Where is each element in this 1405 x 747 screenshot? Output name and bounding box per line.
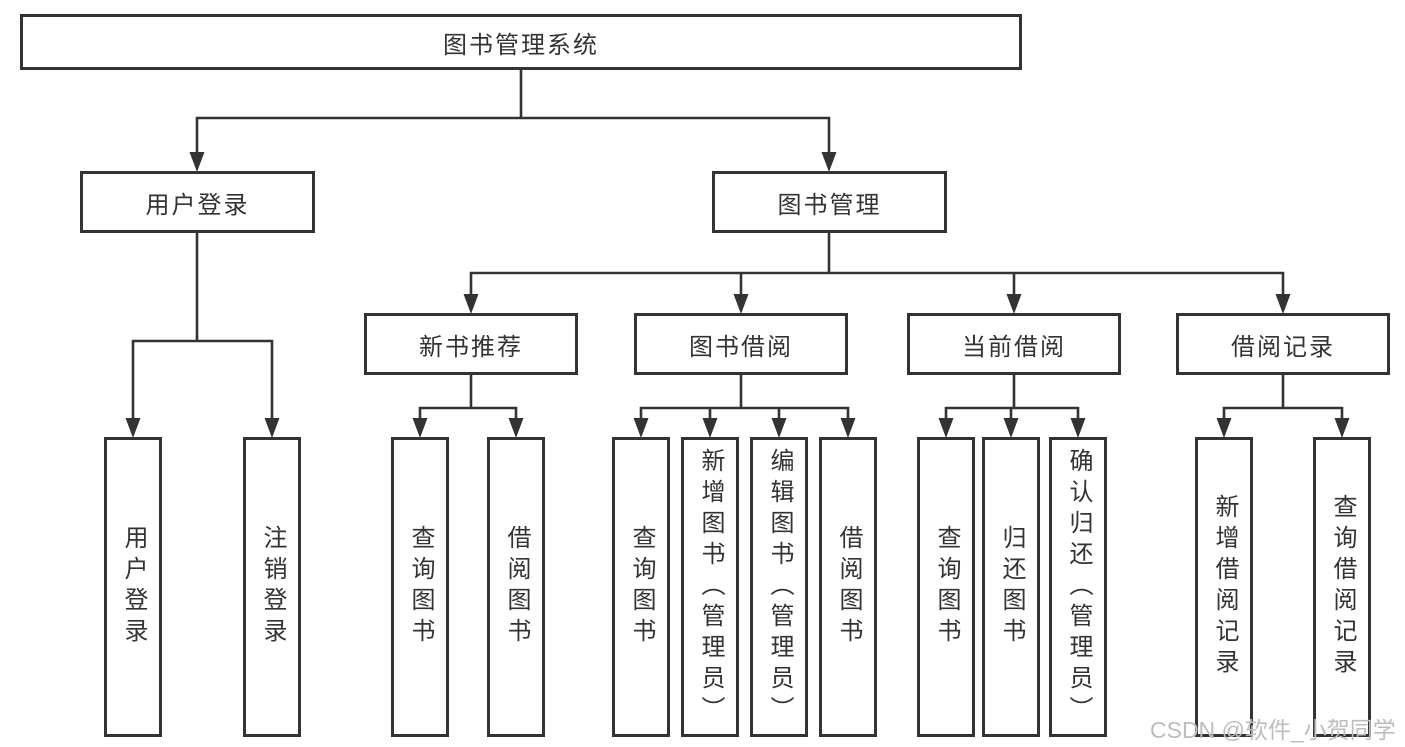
arrowhead [733,294,749,314]
leaf-query-books-current: 查询图书 [917,437,975,737]
node-label: 借阅记录 [1231,333,1335,361]
arrowhead [1003,418,1019,438]
leaf-logout: 注销登录 [243,437,301,737]
leaf-confirm-return-admin: 确认归还（管理员） [1049,437,1107,737]
arrowhead [1070,418,1086,438]
node-label: 新增图书（管理员） [697,447,724,727]
node-new-book-recommend: 新书推荐 [364,313,578,375]
arrowhead [633,418,649,438]
node-label: 用户登录 [145,191,250,219]
node-label: 查询图书 [407,525,434,649]
arrowhead [125,418,141,438]
leaf-user-login: 用户登录 [104,437,162,737]
leaf-return-book: 归还图书 [982,437,1040,737]
node-label: 用户登录 [120,525,147,649]
node-label: 当前借阅 [962,333,1066,361]
arrowhead [463,294,479,314]
node-book-borrowing: 图书借阅 [634,313,848,375]
node-label: 图书借阅 [689,333,793,361]
leaf-add-borrow-record: 新增借阅记录 [1195,437,1253,737]
arrowhead [508,418,524,438]
watermark: CSDN @软件_小贺同学 [1150,717,1396,743]
node-label: 图书管理系统 [443,31,599,59]
node-label: 新书推荐 [419,333,523,361]
arrowhead [821,152,837,172]
node-user-login: 用户登录 [80,171,315,233]
node-label: 编辑图书（管理员） [766,447,793,727]
arrowhead [702,418,718,438]
arrowhead [1216,418,1232,438]
arrowhead [771,418,787,438]
node-label: 借阅图书 [503,525,530,649]
node-label: 新增借阅记录 [1211,494,1238,680]
arrowhead [264,418,280,438]
node-label: 查询图书 [933,525,960,649]
leaf-edit-book-admin: 编辑图书（管理员） [750,437,808,737]
arrowhead [1334,418,1350,438]
node-label: 归还图书 [998,525,1025,649]
arrowhead [840,418,856,438]
arrowhead [189,152,205,172]
leaf-borrow-books-recommend: 借阅图书 [487,437,545,737]
leaf-query-books-borrow: 查询图书 [612,437,670,737]
arrowhead [1275,294,1291,314]
arrowhead [1006,294,1022,314]
node-label: 确认归还（管理员） [1065,447,1092,727]
node-current-borrowing: 当前借阅 [907,313,1121,375]
node-label: 借阅图书 [835,525,862,649]
leaf-add-book-admin: 新增图书（管理员） [681,437,739,737]
node-borrowing-records: 借阅记录 [1176,313,1390,375]
node-root: 图书管理系统 [20,14,1022,70]
arrowhead [412,418,428,438]
node-book-management: 图书管理 [712,171,947,233]
tree-edges [131,70,1344,420]
node-label: 注销登录 [259,525,286,649]
leaf-borrow-books-borrow: 借阅图书 [819,437,877,737]
leaf-query-borrow-record: 查询借阅记录 [1313,437,1371,737]
arrowhead [938,418,954,438]
node-label: 查询图书 [628,525,655,649]
leaf-query-books-recommend: 查询图书 [391,437,449,737]
node-label: 图书管理 [777,191,882,219]
node-label: 查询借阅记录 [1329,494,1356,680]
